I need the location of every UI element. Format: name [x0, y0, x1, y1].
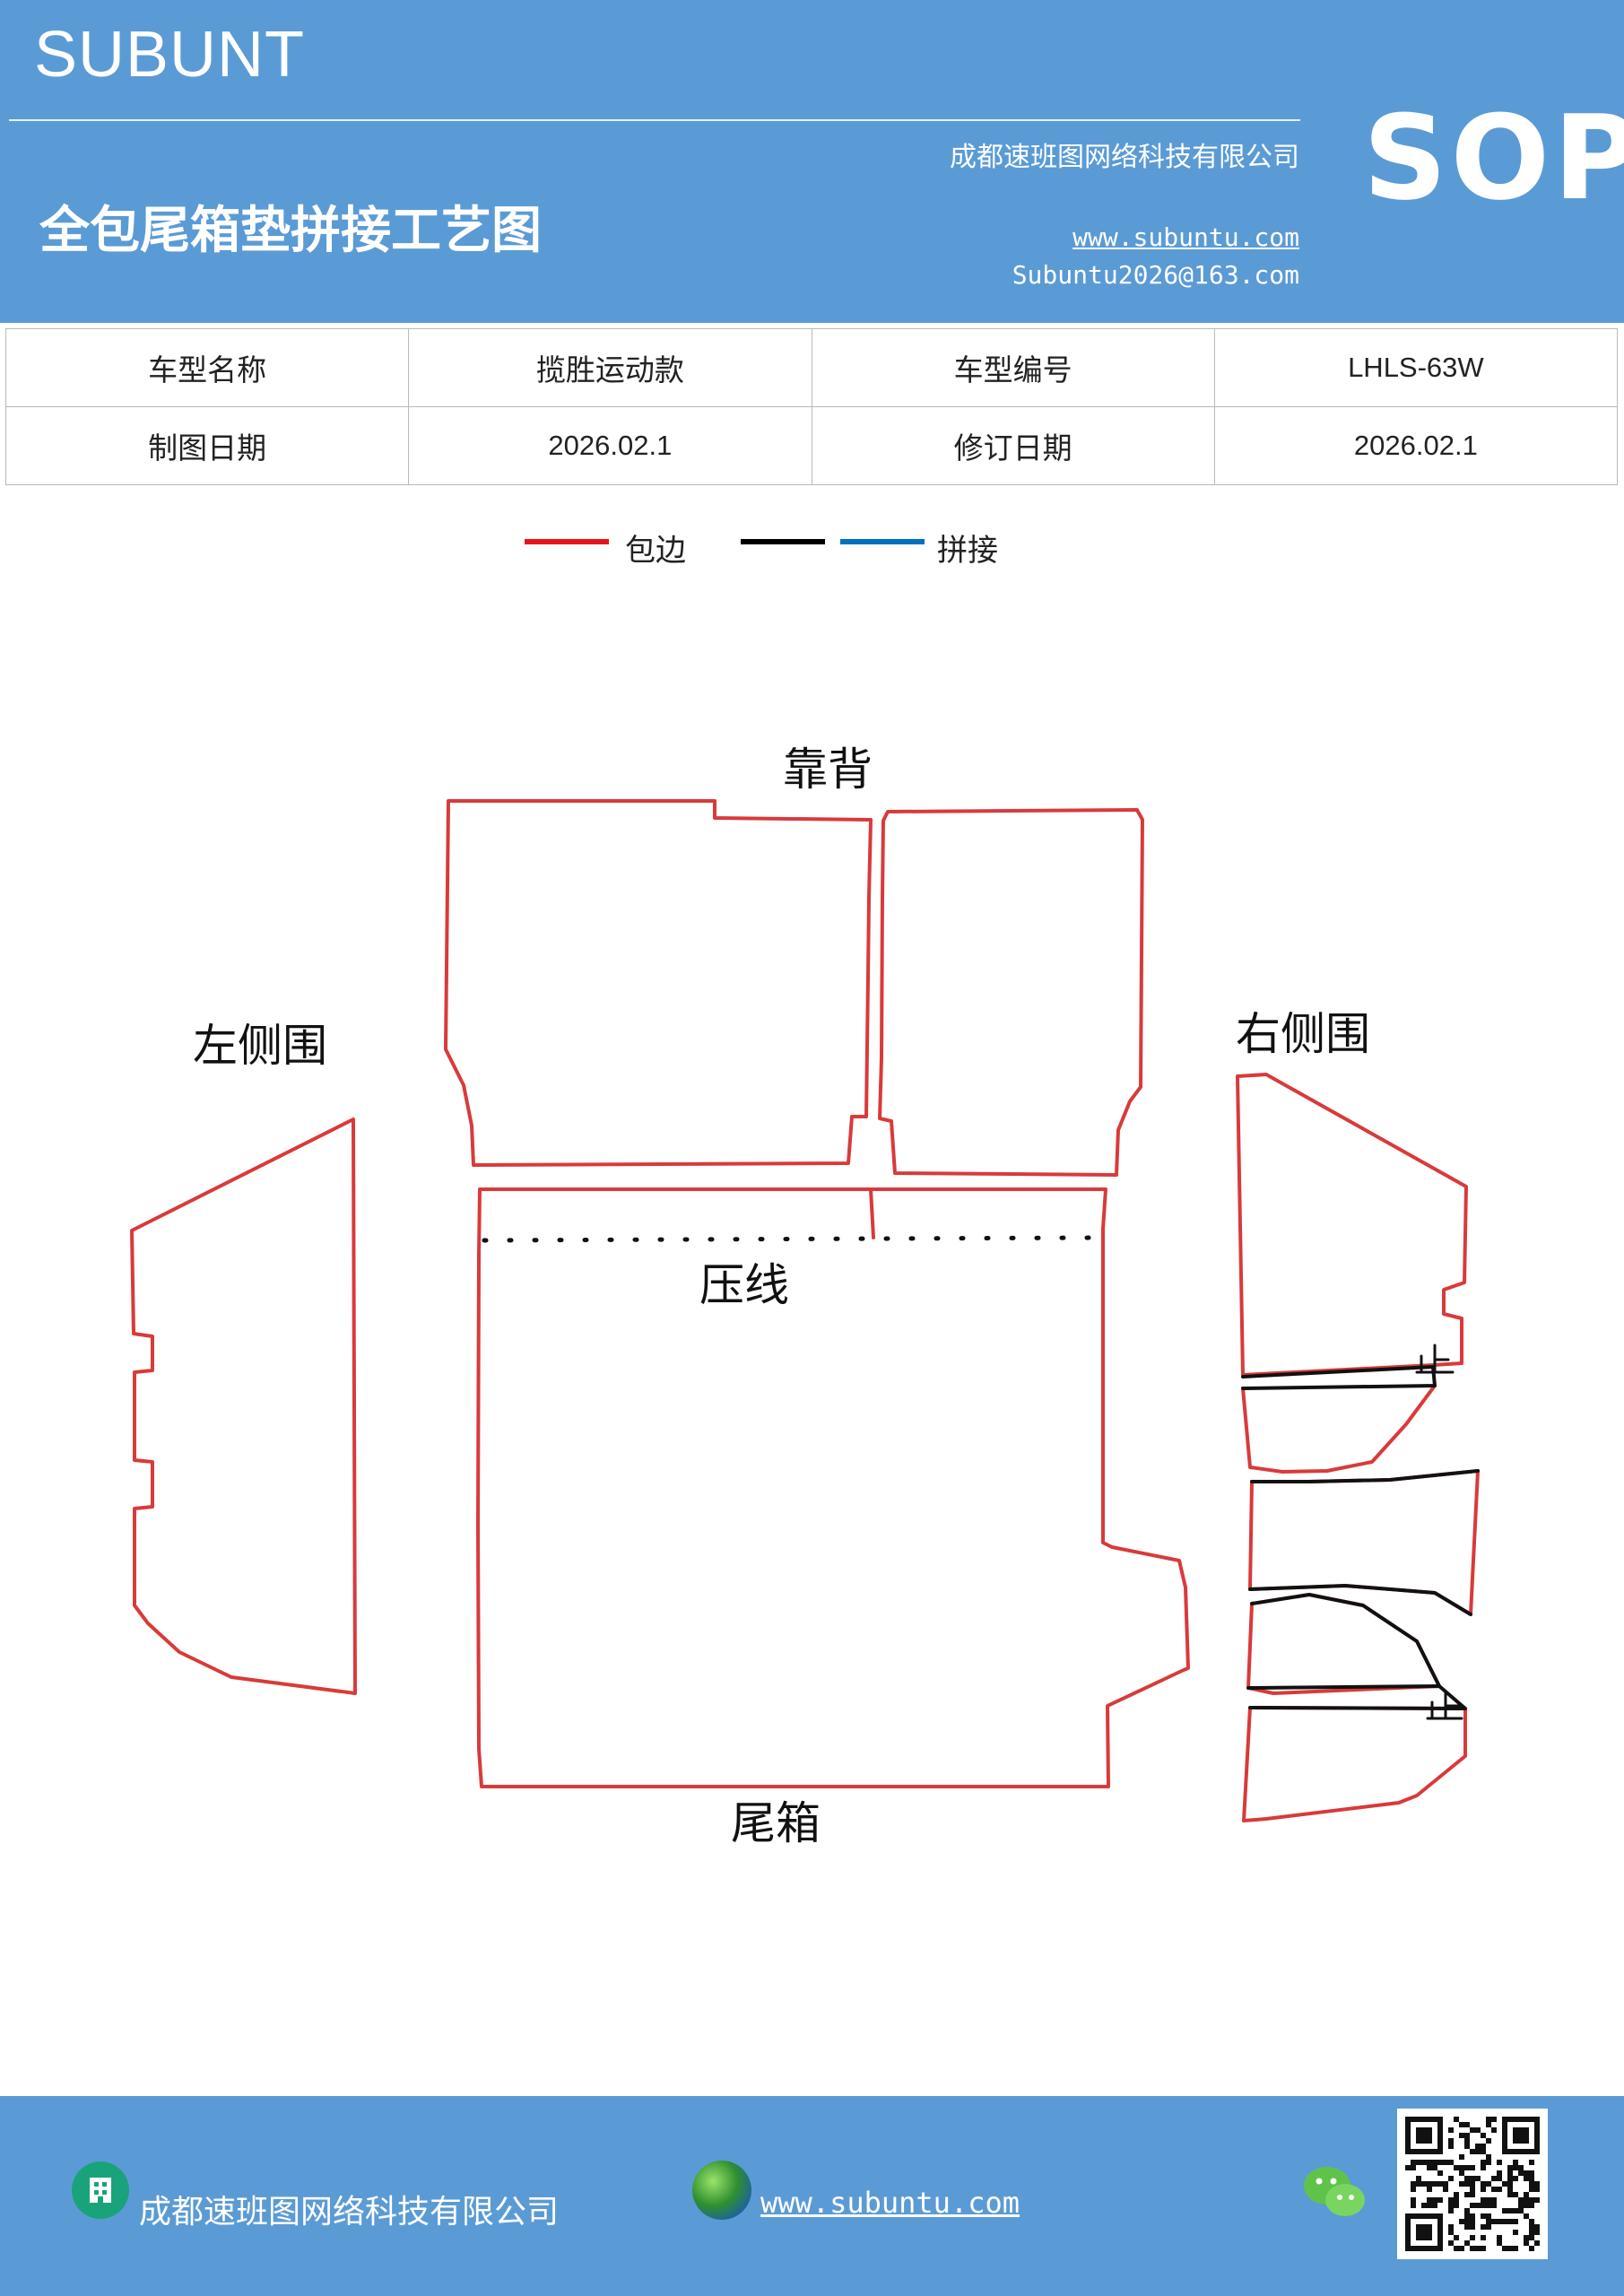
right-side-piece-2 — [1241, 1384, 1437, 1474]
mat-pattern-diagram: 靠背 左侧围 右侧围 压线 尾箱 — [130, 744, 1480, 1849]
model-name-value: 揽胜运动款 — [408, 328, 812, 407]
document-title: 全包尾箱垫拼接工艺图 — [39, 201, 542, 260]
seam-line-3 — [1248, 1584, 1472, 1616]
legend-label-binding: 包边 — [625, 533, 686, 569]
brand-name: SUBUNT — [34, 19, 306, 91]
seam-line-1 — [1241, 1365, 1437, 1390]
stop-mark-2 — [1426, 1690, 1463, 1720]
wechat-icon[interactable] — [1302, 2162, 1368, 2222]
label-left-side: 左侧围 — [193, 1020, 327, 1072]
qr-code[interactable] — [1397, 2109, 1548, 2259]
label-right-side: 右侧围 — [1236, 1008, 1370, 1060]
backrest-left-panel — [444, 799, 873, 1167]
header-banner: SUBUNT 成都速班图网络科技有限公司 全包尾箱垫拼接工艺图 www.subu… — [0, 0, 1624, 323]
press-line-dotted — [482, 1235, 1104, 1243]
draw-date-value: 2026.02.1 — [408, 406, 812, 485]
legend: 包边 拼接 — [0, 520, 1624, 574]
email-address: Subuntu2026@163.com — [1012, 260, 1299, 290]
website-link[interactable]: www.subuntu.com — [1073, 222, 1299, 252]
label-press-line: 压线 — [699, 1259, 789, 1311]
table-row: 制图日期 2026.02.1 修订日期 2026.02.1 — [4, 406, 1619, 485]
label-trunk: 尾箱 — [731, 1797, 821, 1849]
right-side-piece-3 — [1248, 1469, 1480, 1616]
label-backrest: 靠背 — [783, 744, 873, 796]
legend-swatch-black — [741, 539, 825, 544]
revision-date-value: 2026.02.1 — [1213, 406, 1619, 485]
model-code-value: LHLS-63W — [1213, 328, 1619, 407]
sop-badge: SOP — [1363, 90, 1624, 226]
right-side-piece-4 — [1246, 1593, 1441, 1695]
right-side-top-panel — [1236, 1073, 1468, 1377]
trunk-center-notch — [869, 1187, 875, 1239]
right-side-bottom-panel — [1242, 1706, 1467, 1822]
draw-date-label: 制图日期 — [4, 406, 410, 485]
vehicle-info-table: 车型名称 揽胜运动款 车型编号 LHLS-63W 制图日期 2026.02.1 … — [4, 328, 1619, 485]
building-icon — [72, 2161, 129, 2219]
footer-website-link[interactable]: www.subuntu.com — [760, 2186, 1020, 2220]
seam-line-2 — [1250, 1469, 1480, 1483]
legend-label-seam: 拼接 — [937, 533, 998, 569]
footer-banner: 成都速班图网络科技有限公司 www.subuntu.com — [0, 2096, 1624, 2296]
seam-line-5 — [1246, 1684, 1467, 1710]
trunk-panel — [476, 1187, 1190, 1788]
legend-swatch-seam — [840, 539, 925, 544]
legend-swatch-binding — [525, 539, 609, 544]
globe-icon — [692, 2161, 751, 2220]
model-code-label: 车型编号 — [811, 328, 1215, 407]
stop-mark-1 — [1415, 1344, 1455, 1374]
backrest-right-panel — [878, 808, 1144, 1177]
footer-company-name: 成都速班图网络科技有限公司 — [139, 2194, 560, 2231]
left-side-panel — [130, 1118, 357, 1695]
seam-line-4 — [1250, 1593, 1441, 1688]
company-name: 成都速班图网络科技有限公司 — [950, 142, 1299, 173]
revision-date-label: 修订日期 — [811, 406, 1215, 485]
header-divider — [9, 119, 1300, 121]
table-row: 车型名称 揽胜运动款 车型编号 LHLS-63W — [4, 328, 1619, 407]
model-name-label: 车型名称 — [4, 328, 410, 407]
